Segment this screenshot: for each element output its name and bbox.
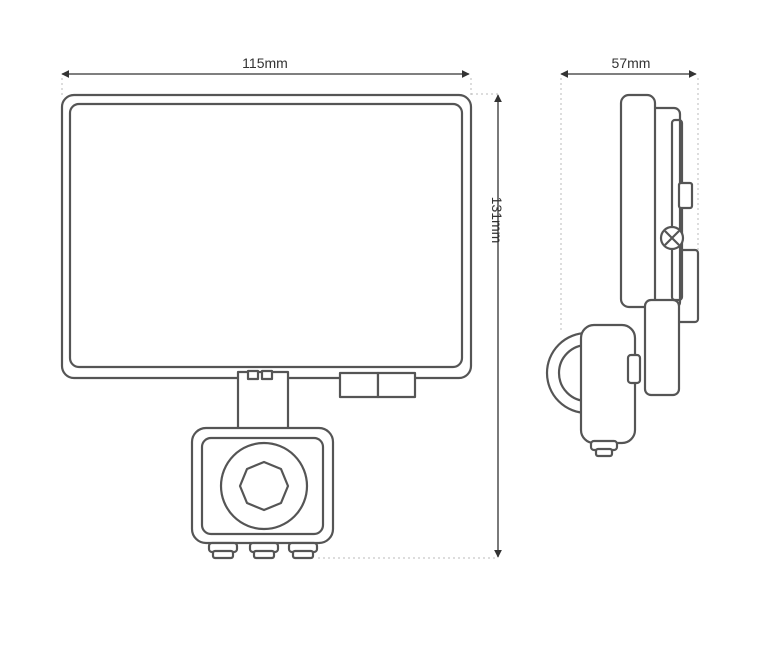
side-pir-dome [545, 331, 589, 415]
side-rear-fin [670, 118, 684, 302]
cable-gland [338, 371, 380, 399]
width-label: 115mm [242, 55, 288, 71]
sensor-arm [236, 370, 290, 432]
cable-gland [376, 371, 417, 399]
arm-clip [246, 369, 260, 381]
width-dimension: 115mm [61, 55, 470, 78]
sensor-face [200, 436, 325, 536]
side-lens-front [619, 93, 657, 309]
mount-screw-cross [664, 230, 680, 246]
depth-dimension: 57mm [560, 55, 697, 78]
guide-lines [61, 78, 699, 559]
side-view [545, 93, 700, 458]
arm-clip [260, 369, 274, 381]
height-dimension: 131mm [489, 94, 505, 558]
front-housing-outer [60, 93, 473, 380]
side-pir-dome-inner [557, 343, 588, 403]
side-knob-tip [594, 447, 614, 458]
adjustment-knobs [207, 541, 319, 560]
front-view [60, 93, 473, 560]
sensor-housing [190, 426, 335, 545]
height-label: 131mm [489, 197, 505, 244]
side-arm [643, 298, 681, 397]
side-sensor-body [579, 323, 637, 445]
pir-lens-dome [238, 460, 290, 512]
front-lens-panel [68, 102, 464, 369]
side-sensor-joint [626, 353, 642, 385]
depth-label: 57mm [612, 55, 651, 71]
side-tab [677, 181, 694, 210]
pir-lens-ring [219, 441, 309, 531]
